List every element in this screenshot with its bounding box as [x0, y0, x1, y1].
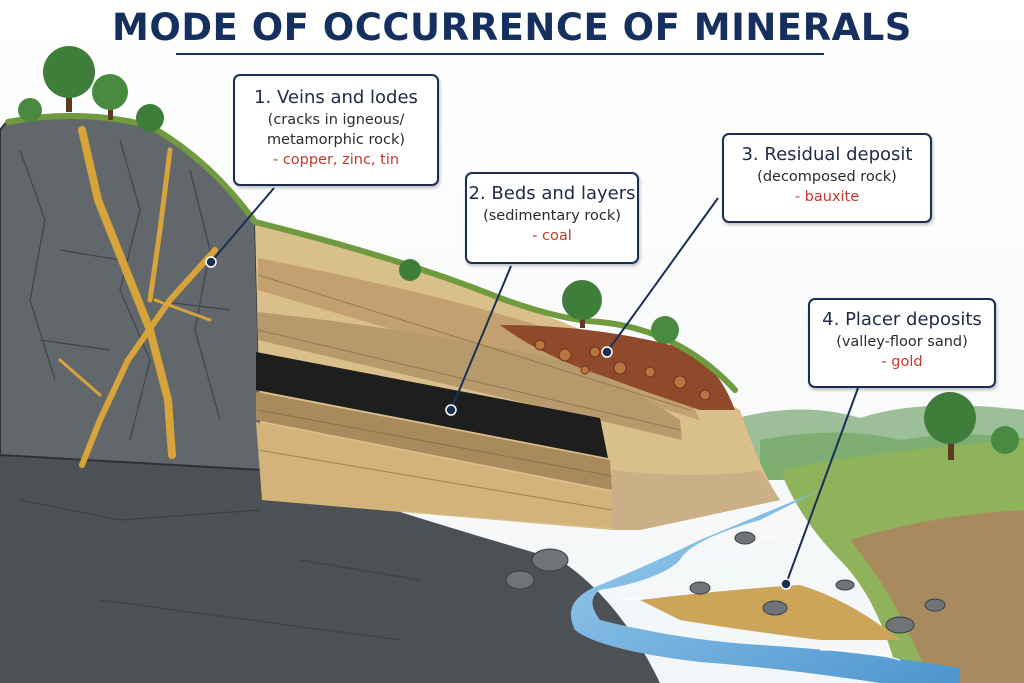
callout-minerals: - copper, zinc, tin: [272, 152, 400, 168]
callout-placer-deposits: 4. Placer deposits (valley-floor sand) -…: [808, 298, 996, 388]
callout-heading: 4. Placer deposits: [822, 309, 982, 330]
river: [570, 480, 960, 683]
anchor-dot-veins: [205, 256, 217, 268]
leader-line-veins: [210, 187, 275, 263]
callout-veins-and-lodes: 1. Veins and lodes (cracks in igneous/ m…: [233, 74, 439, 186]
leader-line-placer: [785, 387, 859, 585]
callout-minerals: - coal: [532, 228, 572, 244]
anchor-dot-beds: [445, 404, 457, 416]
river-boulders: [505, 531, 946, 634]
callout-minerals: - bauxite: [794, 189, 860, 205]
callout-description: (valley-floor sand): [836, 334, 968, 350]
coal-seam: [256, 352, 608, 458]
right-dirt-bank: [850, 510, 1024, 683]
callout-leaders: [210, 187, 859, 585]
sedimentary-strata: [255, 225, 780, 530]
anchor-dot-placer: [780, 578, 792, 590]
cliff-cracks: [19, 139, 421, 641]
title-underline: [176, 53, 824, 55]
callout-residual-deposit: 3. Residual deposit (decomposed rock) - …: [722, 133, 932, 223]
mineral-veins: [58, 126, 218, 468]
igneous-bedrock-base: [0, 440, 660, 683]
callout-heading: 2. Beds and layers: [468, 183, 636, 204]
callout-description: (decomposed rock): [757, 169, 897, 185]
callout-anchor-points: [205, 256, 792, 590]
callout-description: metamorphic rock): [266, 132, 406, 148]
callout-description: (cracks in igneous/: [267, 112, 405, 128]
callout-heading: 3. Residual deposit: [741, 144, 913, 165]
anchor-dot-residual: [601, 346, 613, 358]
trees: [18, 46, 1019, 460]
callout-beds-and-layers: 2. Beds and layers (sedimentary rock) - …: [465, 172, 639, 264]
page-title: MODE OF OCCURRENCE OF MINERALS: [112, 6, 912, 49]
laterite-pebbles: [534, 339, 711, 401]
leader-line-residual: [606, 197, 719, 353]
leader-line-beds: [450, 265, 512, 411]
callout-description: (sedimentary rock): [483, 208, 621, 224]
callout-minerals: - gold: [881, 354, 923, 370]
callout-heading: 1. Veins and lodes: [254, 87, 418, 108]
